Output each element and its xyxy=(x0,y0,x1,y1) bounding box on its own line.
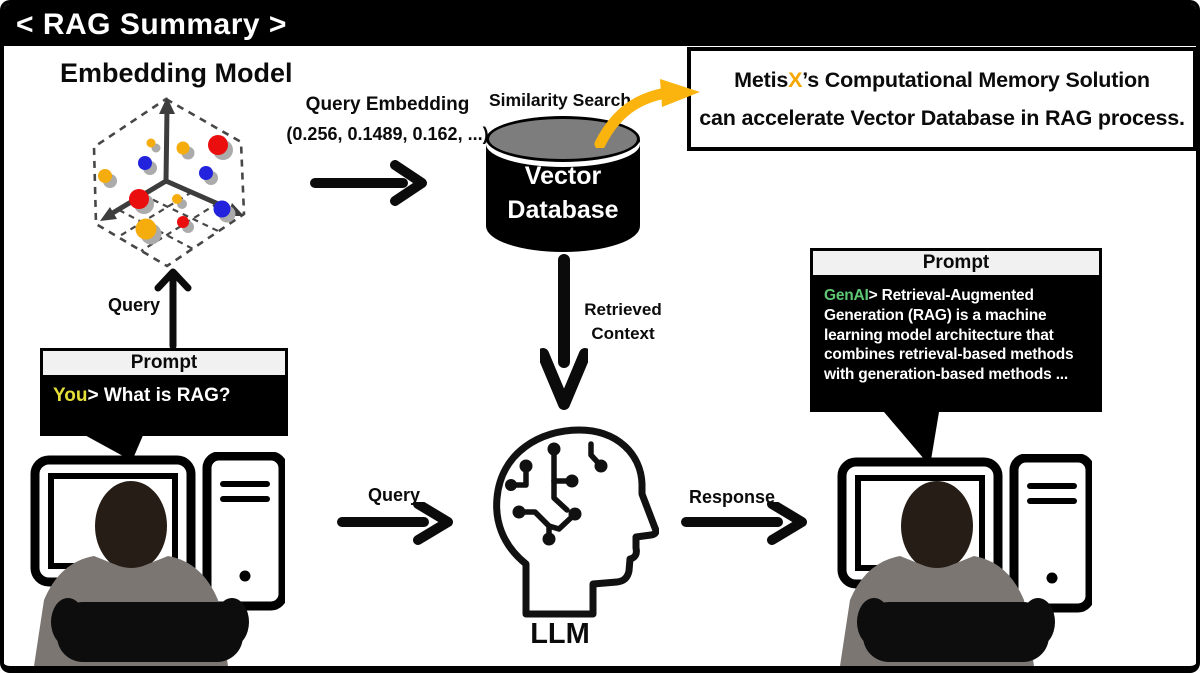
retrieved-context-arrow xyxy=(540,254,588,410)
retrieved-context-label: Retrieved Context xyxy=(584,300,662,343)
brain-circuit-nodes xyxy=(505,442,608,546)
query-embedding-arrow xyxy=(310,160,427,206)
embedding-dot xyxy=(177,216,189,228)
page-title: < RAG Summary > xyxy=(16,8,287,41)
query-embedding-block: Query Embedding (0.256, 0.1489, 0.162, .… xyxy=(280,94,495,145)
embedding-dot xyxy=(98,169,112,183)
user-prompt-header: Prompt xyxy=(40,348,288,378)
pc-tower-icon xyxy=(202,452,285,611)
user-prompt-bubble: Prompt You> What is RAG? xyxy=(40,348,288,436)
genai-prompt-bubble: Prompt GenAI> Retrieval-Augmented Genera… xyxy=(810,248,1102,412)
similarity-search-accent-arrow xyxy=(594,79,700,148)
embedding-dot xyxy=(176,141,190,155)
genai-bubble-tail xyxy=(884,412,939,466)
response-flow-label: Response xyxy=(688,487,776,507)
similarity-search-label: Similarity Search xyxy=(489,90,632,110)
title-bar: < RAG Summary > xyxy=(4,4,1196,46)
embedding-dot xyxy=(138,156,152,170)
embedding-dots xyxy=(98,135,236,245)
metisx-banner: MetisX’s Computational Memory Solution c… xyxy=(687,47,1196,151)
user-bubble-tail xyxy=(81,433,144,461)
embedding-dot xyxy=(146,138,156,148)
embedding-dot xyxy=(129,189,149,209)
query-flow-arrow xyxy=(337,502,453,545)
pc-tower-icon xyxy=(1009,454,1092,613)
embedding-model-title: Embedding Model xyxy=(60,58,293,88)
query-flow-label: Query xyxy=(367,485,421,505)
genai-person xyxy=(840,481,1055,666)
office-chair xyxy=(863,602,1049,662)
vector-database-label: Vector Database xyxy=(507,162,619,224)
query-up-label: Query xyxy=(108,295,161,315)
query-embedding-label: Query Embedding xyxy=(305,94,470,115)
query-embedding-vector: (0.256, 0.1489, 0.162, ...) xyxy=(286,124,489,144)
llm-label: LLM xyxy=(530,618,590,650)
embedding-space-cube-icon xyxy=(92,97,246,268)
user-speaker: You xyxy=(53,385,88,406)
embedding-dot xyxy=(172,194,182,204)
cylinder-lid xyxy=(486,116,640,162)
person-head xyxy=(901,481,973,571)
office-chair xyxy=(57,602,243,662)
person-head xyxy=(95,481,167,571)
genai-message: Retrieval-Augmented Generation (RAG) is … xyxy=(824,287,1074,384)
genai-prompt-header: Prompt xyxy=(810,248,1102,278)
vector-database-cylinder: Vector Database xyxy=(486,116,640,252)
user-prompt-body: You> What is RAG? xyxy=(40,378,288,436)
embedding-dot xyxy=(208,135,228,155)
banner-line2: can accelerate Vector Database in RAG pr… xyxy=(699,105,1185,130)
genai-prompt-body: GenAI> Retrieval-Augmented Generation (R… xyxy=(810,278,1102,412)
user-person xyxy=(34,481,249,666)
banner-brand-x: X xyxy=(788,67,803,92)
query-up-arrow xyxy=(154,268,192,350)
llm-brain-head-icon xyxy=(493,426,659,618)
embedding-dot xyxy=(213,200,231,218)
response-flow-arrow xyxy=(681,502,807,545)
banner-line1: MetisX’s Computational Memory Solution xyxy=(734,67,1150,92)
embedding-dot xyxy=(135,218,157,240)
embedding-dot xyxy=(199,166,213,180)
user-message: What is RAG? xyxy=(103,385,231,406)
genai-speaker: GenAI xyxy=(824,287,869,304)
